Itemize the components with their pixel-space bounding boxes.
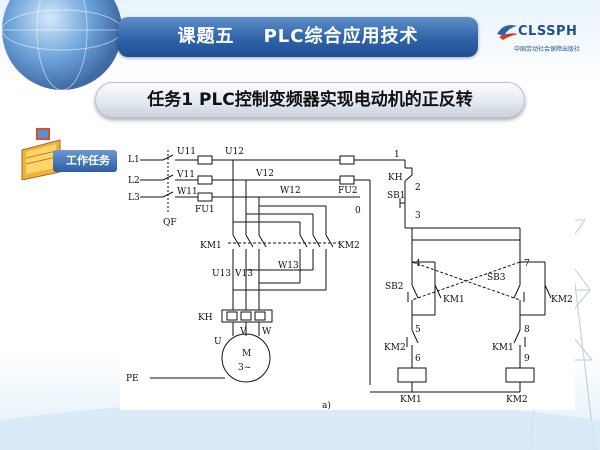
task-title-pill [95,82,525,118]
label-V12: V12 [255,169,274,179]
label-M: M [242,349,251,359]
label-L3: L3 [128,193,140,203]
label-KM2-coil: KM2 [506,395,528,405]
label-W11: W11 [177,187,198,197]
label-W12: W12 [280,186,301,196]
label-SB1: SB1 [387,191,406,201]
label-node-4: 4 [415,259,421,269]
circuit-diagram: L1 L2 L3 QF U11 V11 W11 FU1 U12 V12 W12 … [120,145,575,410]
label-L1: L1 [128,155,140,165]
label-FU1: FU1 [195,205,215,215]
label-KM2-main: KM2 [338,241,360,251]
label-KM2-interlock: KM2 [384,343,406,353]
label-node-1: 1 [394,150,400,160]
label-KM1-main: KM1 [200,241,222,251]
label-SB2: SB2 [385,282,404,292]
book-icon [21,128,61,180]
label-node-5: 5 [415,325,421,335]
label-V: V [239,327,247,337]
label-node-2: 2 [415,183,421,193]
label-PE: PE [126,374,139,384]
label-W: W [262,327,272,337]
label-node-3: 3 [415,211,421,221]
publisher-logo-icon [497,25,518,40]
badge-background [53,150,117,172]
page-title: 课题五 PLC综合应用技术 [177,26,419,47]
label-U12: U12 [225,147,244,157]
label-node-7: 7 [524,259,530,269]
label-node-9: 9 [524,354,530,364]
label-L2: L2 [128,176,140,186]
label-QF: QF [163,218,177,228]
label-V11: V11 [176,170,195,180]
diagram-caption: a) [322,400,331,410]
globe-icon [2,0,122,90]
work-task-badge: 工作任务 [66,154,110,167]
label-node-8: 8 [524,325,530,335]
label-KM2-aux: KM2 [551,295,573,305]
label-V13: V13 [234,269,253,279]
label-KH-main: KH [198,313,213,323]
label-zero: 0 [355,206,361,216]
label-KM1-interlock: KM1 [492,343,514,353]
label-U: U [214,337,222,347]
label-U13: U13 [212,269,231,279]
label-W13: W13 [278,261,299,271]
header-bar [118,17,478,57]
label-node-6: 6 [415,354,421,364]
logo-text: CLSSPH [518,24,578,39]
label-KM1-coil: KM1 [400,395,422,405]
label-SB3: SB3 [487,273,506,283]
label-KM1-aux: KM1 [443,295,465,305]
logo-subtitle: 中国劳动社会保障出版社 [513,46,580,53]
label-M3: 3~ [238,363,251,373]
task-title: 任务1 PLC控制变频器实现电动机的正反转 [147,90,473,110]
label-U11: U11 [177,147,196,157]
label-FU2: FU2 [338,186,358,196]
label-KH-control: KH [388,173,403,183]
